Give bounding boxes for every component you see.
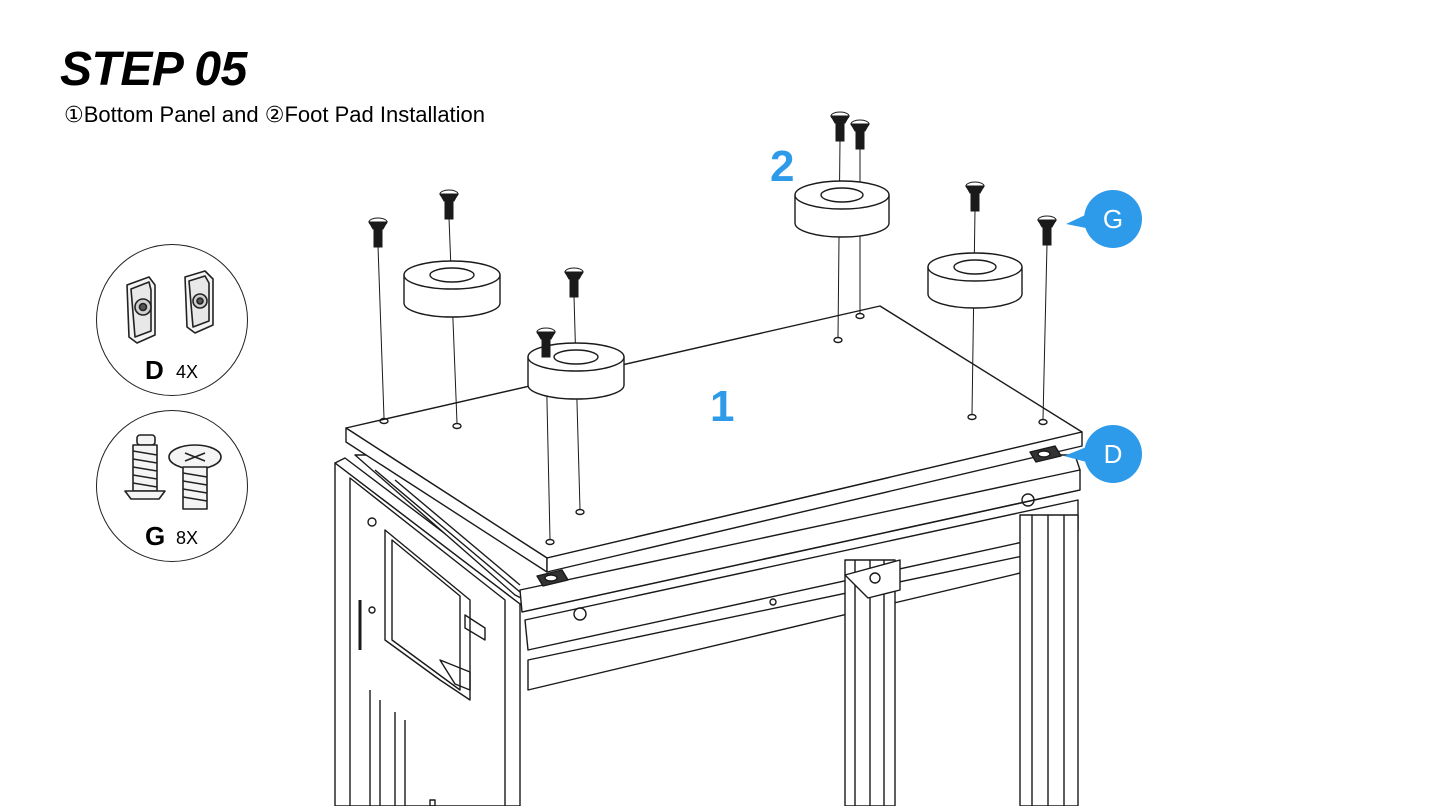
step-title: STEP 05	[60, 42, 247, 97]
callout-d: D	[1084, 425, 1142, 483]
part-quantity: 4X	[176, 362, 198, 383]
part-d-legend: D 4X	[96, 244, 248, 396]
countersunk-screw-icon	[97, 411, 247, 561]
part-quantity: 8X	[176, 528, 198, 549]
screws	[369, 112, 1056, 357]
foot-pad	[928, 253, 1022, 308]
step-subtitle: ①Bottom Panel and ②Foot Pad Installation	[64, 102, 485, 128]
foot-pad	[795, 181, 889, 237]
part-g-legend: G 8X	[96, 410, 248, 562]
part-letter: D	[145, 355, 164, 386]
t-nut-icon	[97, 245, 247, 395]
panel-step-label: 1	[710, 382, 734, 432]
part-letter: G	[145, 521, 165, 552]
foot-pad-step-label: 2	[770, 142, 794, 192]
callout-g: G	[1084, 190, 1142, 248]
foot-pad	[404, 261, 500, 317]
